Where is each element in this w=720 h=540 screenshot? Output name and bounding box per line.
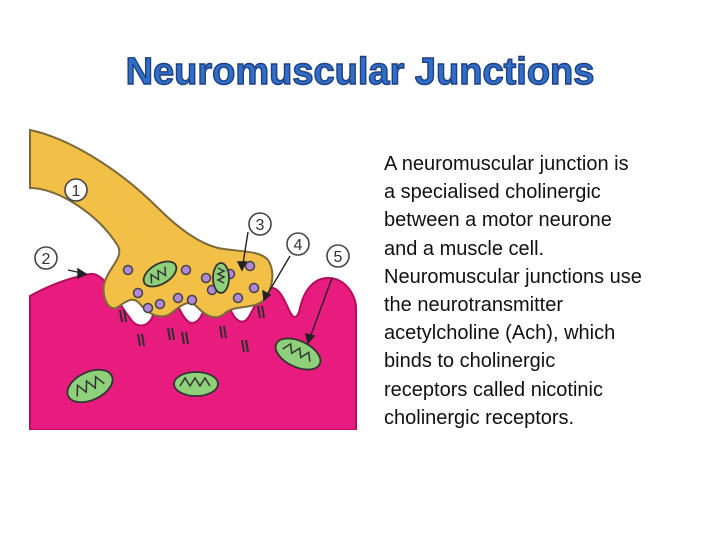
description-line: cholinergic receptors. (384, 404, 684, 432)
callout-4: 4 (287, 233, 309, 255)
callout-1: 1 (65, 179, 87, 201)
svg-text:2: 2 (42, 251, 51, 268)
description-line: A neuromuscular junction is (384, 150, 684, 178)
svg-text:1: 1 (72, 183, 81, 200)
description-line: Neuromuscular junctions use (384, 263, 684, 291)
svg-text:4: 4 (294, 237, 303, 254)
callout-3: 3 (249, 213, 271, 235)
svg-text:5: 5 (334, 249, 343, 266)
description-line: acetylcholine (Ach), which (384, 319, 684, 347)
neuromuscular-junction-diagram: 1 2 3 4 5 (28, 128, 368, 430)
description-text: A neuromuscular junction is a specialise… (384, 150, 684, 432)
title-text: Neuromuscular Junctions (126, 51, 595, 93)
description-line: a specialised cholinergic (384, 178, 684, 206)
description-line: between a motor neurone (384, 206, 684, 234)
callout-2: 2 (35, 247, 57, 269)
slide-title: Neuromuscular Junctions (0, 40, 720, 100)
description-line: receptors called nicotinic (384, 376, 684, 404)
description-line: and a muscle cell. (384, 235, 684, 263)
description-line: the neurotransmitter (384, 291, 684, 319)
description-line: binds to cholinergic (384, 347, 684, 375)
callout-5: 5 (327, 245, 349, 267)
svg-text:3: 3 (256, 217, 265, 234)
